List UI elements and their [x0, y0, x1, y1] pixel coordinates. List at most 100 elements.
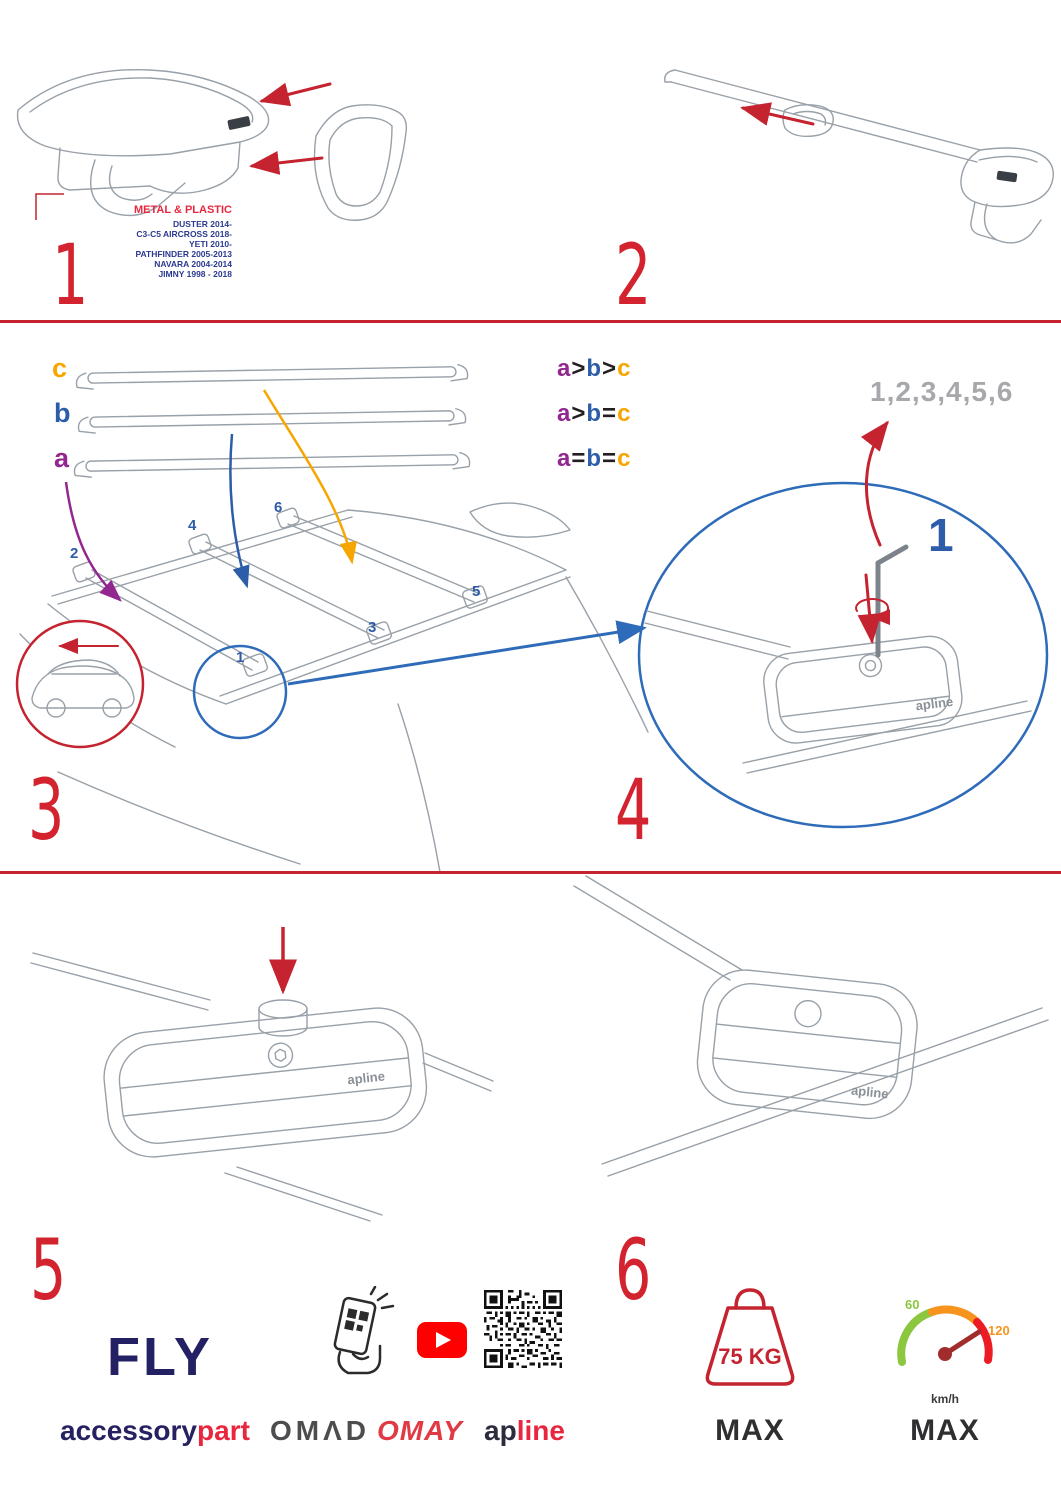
sequence-pointer-arrow [860, 420, 889, 547]
position-label-2: 2 [70, 545, 79, 562]
model-item: PATHFINDER 2005-2013 [135, 249, 232, 259]
formula-operator: > [571, 400, 587, 427]
accessorypart-red: part [197, 1415, 250, 1446]
step1-number: 1 [52, 226, 89, 324]
speed-high-label: 120 [988, 1323, 1010, 1338]
max-speed-label: MAX [910, 1414, 980, 1447]
max-load-label: MAX [715, 1414, 785, 1447]
rotate-arrow [855, 598, 891, 626]
apline-dark: ap [484, 1415, 517, 1446]
material-label: METAL & PLASTIC [134, 204, 232, 216]
step6-installed-illustration: apline [573, 875, 1049, 1177]
end-foot-drawing [960, 147, 1054, 244]
formula-row-3: a=b=c [557, 447, 631, 471]
formula-term: b [586, 355, 603, 382]
apline-brand-text: apline [850, 1083, 889, 1102]
formula-row-2: a>b=c [557, 402, 631, 426]
step5-number: 5 [30, 1221, 67, 1319]
model-item: JIMNY 1998 - 2018 [158, 269, 232, 279]
formula-term: c [617, 400, 632, 427]
focus-circle-foot1 [192, 644, 288, 740]
zoom-link-arrow [287, 620, 647, 686]
zoom-circle [637, 481, 1049, 829]
youtube-icon [417, 1322, 467, 1358]
formula-term: c [617, 355, 632, 382]
step5-cap-illustration: apline [30, 927, 494, 1222]
qr-code [484, 1290, 562, 1368]
model-list: DUSTER 2014- C3-C5 AIRCROSS 2018- YETI 2… [60, 219, 232, 279]
omad-logo: OMΛD [270, 1415, 370, 1446]
step6-number: 6 [615, 1221, 652, 1319]
apline-logo-chip [227, 116, 251, 130]
max-speed-gauge-icon [897, 1305, 993, 1366]
bar-label-b: b [54, 398, 71, 428]
bar-c-drawing [75, 364, 469, 390]
installed-foot-drawing: apline [573, 875, 1049, 1177]
press-down-arrow [857, 573, 882, 644]
apline-logo: apline [484, 1417, 565, 1445]
foot-clamp-drawing [16, 68, 270, 217]
step1-foot-exploded-illustration [16, 68, 408, 221]
step1-compatibility-block: METAL & PLASTIC DUSTER 2014- C3-C5 AIRCR… [60, 204, 232, 279]
scan-phone-icon [333, 1286, 395, 1375]
red-arrow-slide [740, 102, 815, 126]
model-item: C3-C5 AIRCROSS 2018- [136, 229, 232, 239]
formula-term: a [557, 400, 572, 427]
step4-number: 4 [615, 761, 652, 859]
orange-connector-c [262, 389, 358, 565]
step2-crossbar-illustration [664, 69, 1054, 244]
red-leader-line [35, 193, 64, 220]
step3-number: 3 [28, 761, 65, 859]
position-label-5: 5 [472, 583, 481, 600]
red-arrow-top [259, 82, 332, 107]
bar-label-c: c [52, 353, 68, 383]
apline-brand-text: apline [347, 1068, 386, 1087]
tightening-sequence: 1,2,3,4,5,6 [870, 376, 1014, 407]
accessorypart-dark: accessory [60, 1415, 198, 1446]
purple-connector-a [64, 481, 122, 602]
position-label-3: 3 [368, 619, 377, 636]
formula-term: c [617, 445, 632, 472]
step4-tightening-illustration: apline [637, 420, 1049, 829]
step2-number: 2 [615, 226, 652, 324]
speed-low-label: 60 [905, 1297, 920, 1312]
model-item: DUSTER 2014- [172, 219, 232, 229]
crossbar-drawing [664, 69, 981, 163]
bar-a-drawing [73, 451, 471, 478]
model-item: YETI 2010- [189, 239, 232, 249]
formula-operator: = [602, 400, 618, 427]
position-label-6: 6 [274, 499, 283, 516]
formula-operator: = [602, 445, 618, 472]
speed-unit-label: km/h [930, 1392, 959, 1406]
max-load-icon [705, 1288, 795, 1386]
formula-term: a [557, 445, 572, 472]
fly-logo: FLY [106, 1327, 214, 1387]
foot-zoom-drawing: apline [644, 610, 1032, 774]
formula-operator: > [571, 355, 587, 382]
bar-b-drawing [77, 408, 467, 434]
car-direction-inset [15, 619, 145, 749]
bar-label-a: a [54, 443, 70, 473]
formula-row-1: a>b>c [557, 357, 631, 381]
step3-roof-layout-illustration [15, 364, 649, 873]
apline-red: line [516, 1415, 565, 1446]
formula-operator: > [602, 355, 618, 382]
red-arrow-pad [249, 151, 324, 175]
sequence-callout-1: 1 [928, 509, 954, 561]
formula-operator: = [571, 445, 587, 472]
max-load-value: 75 KG [718, 1344, 782, 1369]
rubber-pad-drawing [313, 104, 408, 221]
section-divider-bottom [0, 871, 1061, 874]
accessorypart-logo: accessorypart [60, 1417, 250, 1445]
formula-term: b [586, 445, 603, 472]
omay-logo: OMAY [377, 1415, 463, 1446]
foot-cap-drawing: apline [30, 952, 494, 1222]
position-label-4: 4 [188, 517, 197, 534]
apline-brand-text: apline [915, 694, 954, 713]
position-label-1: 1 [236, 649, 245, 666]
apline-logo-chip [996, 170, 1018, 183]
model-item: NAVARA 2004-2014 [154, 259, 232, 269]
formula-term: a [557, 355, 572, 382]
blue-connector-b [229, 433, 250, 589]
